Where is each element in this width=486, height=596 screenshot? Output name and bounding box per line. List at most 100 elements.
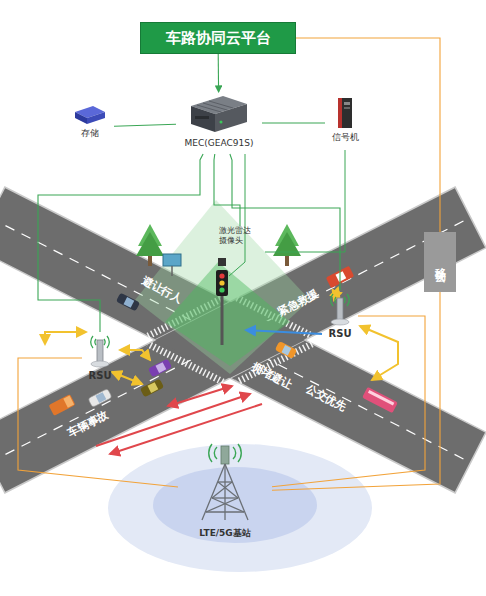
signal-wire bbox=[265, 150, 345, 252]
signal-wire bbox=[229, 154, 245, 276]
sensor-cone bbox=[165, 262, 290, 366]
rsu-icon-part bbox=[97, 340, 103, 364]
coverage-outer bbox=[108, 444, 372, 572]
mec-icon-part bbox=[203, 103, 227, 110]
car-part bbox=[88, 389, 112, 408]
rsu-icon-part bbox=[337, 298, 343, 322]
signal-controller-icon-part bbox=[344, 107, 350, 109]
road bbox=[0, 187, 486, 493]
v2x-signal-part bbox=[45, 332, 86, 344]
car bbox=[148, 359, 172, 378]
node-label: RSU bbox=[328, 328, 351, 340]
node-label: 激光雷达 摄像头 bbox=[219, 226, 261, 245]
v2v-signal-part bbox=[168, 386, 232, 406]
car-part bbox=[148, 382, 159, 393]
truck-part bbox=[49, 394, 76, 416]
connector bbox=[262, 122, 325, 123]
car-part bbox=[275, 341, 297, 359]
signal-controller-icon-part bbox=[344, 102, 350, 105]
mec-icon-part bbox=[197, 105, 221, 112]
tree-part bbox=[136, 232, 164, 256]
car bbox=[116, 293, 140, 312]
device-node: RSU bbox=[322, 290, 358, 342]
billboard bbox=[163, 254, 181, 276]
base-station-icon-part bbox=[238, 444, 241, 462]
icon-holder bbox=[190, 438, 260, 524]
device-node: 信号机 bbox=[325, 96, 365, 150]
car bbox=[88, 389, 112, 408]
base-station-icon-part bbox=[214, 447, 217, 459]
v2x-signal-part bbox=[120, 350, 150, 360]
storage-icon-part bbox=[75, 112, 87, 124]
base-station-icon-part bbox=[212, 482, 232, 498]
traffic-light-part bbox=[219, 273, 224, 278]
rsu-icon-part bbox=[331, 294, 333, 306]
cloud-box: 移动云 bbox=[424, 232, 456, 292]
base-station-icon-part bbox=[212, 498, 244, 512]
icon-holder bbox=[73, 104, 107, 126]
rsu-icon-part bbox=[91, 336, 93, 348]
car-part bbox=[282, 345, 292, 355]
connector bbox=[38, 154, 203, 332]
car-part bbox=[96, 392, 107, 403]
tree bbox=[273, 224, 301, 266]
car-part bbox=[124, 297, 135, 308]
truck-part bbox=[63, 396, 74, 408]
rsu-icon-part bbox=[335, 297, 336, 303]
mec-icon bbox=[187, 92, 251, 136]
bus bbox=[362, 387, 398, 413]
connector bbox=[296, 38, 440, 232]
signal-controller-icon-part bbox=[338, 98, 342, 128]
platform-box: 车路协同云平台 bbox=[140, 22, 296, 54]
node-label: 车路协同云平台 bbox=[166, 29, 271, 47]
connector bbox=[230, 154, 340, 290]
node-label: MEC(GEAC91S) bbox=[185, 138, 254, 149]
rsu-icon-part bbox=[95, 339, 96, 345]
rsu-icon-part bbox=[344, 297, 345, 303]
billboard-part bbox=[171, 266, 173, 276]
bus-part bbox=[362, 387, 398, 413]
base-station-icon-part bbox=[218, 481, 232, 482]
base-station-icon-part bbox=[206, 511, 244, 512]
base-station-icon-part bbox=[233, 447, 236, 459]
rsu-icon-part bbox=[107, 336, 109, 348]
base-station-icon bbox=[190, 438, 260, 524]
car bbox=[275, 341, 297, 359]
rsu-icon bbox=[83, 332, 117, 368]
base-station-icon-part bbox=[209, 444, 212, 462]
device-node: 激光雷达 摄像头 bbox=[219, 226, 261, 254]
device-node: MEC(GEAC91S) bbox=[176, 92, 262, 154]
coverage-inner bbox=[153, 467, 317, 543]
rsu-icon bbox=[323, 290, 357, 326]
connector bbox=[272, 292, 440, 490]
node-label: LTE/5G基站 bbox=[199, 528, 250, 539]
v2x-signal-part bbox=[360, 326, 398, 380]
road-part bbox=[0, 187, 486, 493]
device-node: LTE/5G基站 bbox=[178, 438, 272, 546]
road bbox=[0, 187, 486, 493]
signal-controller-icon-part bbox=[338, 98, 352, 128]
billboard-part bbox=[163, 254, 181, 266]
node-label: 信号机 bbox=[332, 132, 359, 143]
connector bbox=[214, 154, 240, 226]
signal-controller-icon bbox=[335, 96, 355, 130]
car-part bbox=[148, 359, 172, 378]
node-label: 存储 bbox=[81, 128, 99, 139]
sensor-signal bbox=[246, 330, 322, 334]
storage-icon bbox=[73, 104, 107, 126]
sensor-cone bbox=[135, 200, 310, 374]
mec-icon-part bbox=[220, 121, 223, 124]
rsu-icon-part bbox=[347, 294, 349, 306]
car-part bbox=[156, 362, 167, 373]
tree bbox=[136, 224, 164, 266]
device-node: RSU bbox=[82, 332, 118, 384]
connector bbox=[218, 54, 220, 92]
base-station-icon-part bbox=[212, 497, 238, 498]
ambulance-part bbox=[336, 271, 347, 282]
node-label: RSU bbox=[88, 370, 111, 382]
mec-icon-part bbox=[195, 116, 209, 119]
truck bbox=[49, 394, 76, 416]
base-station-icon-part bbox=[221, 446, 229, 464]
rsu-icon-part bbox=[331, 319, 349, 325]
